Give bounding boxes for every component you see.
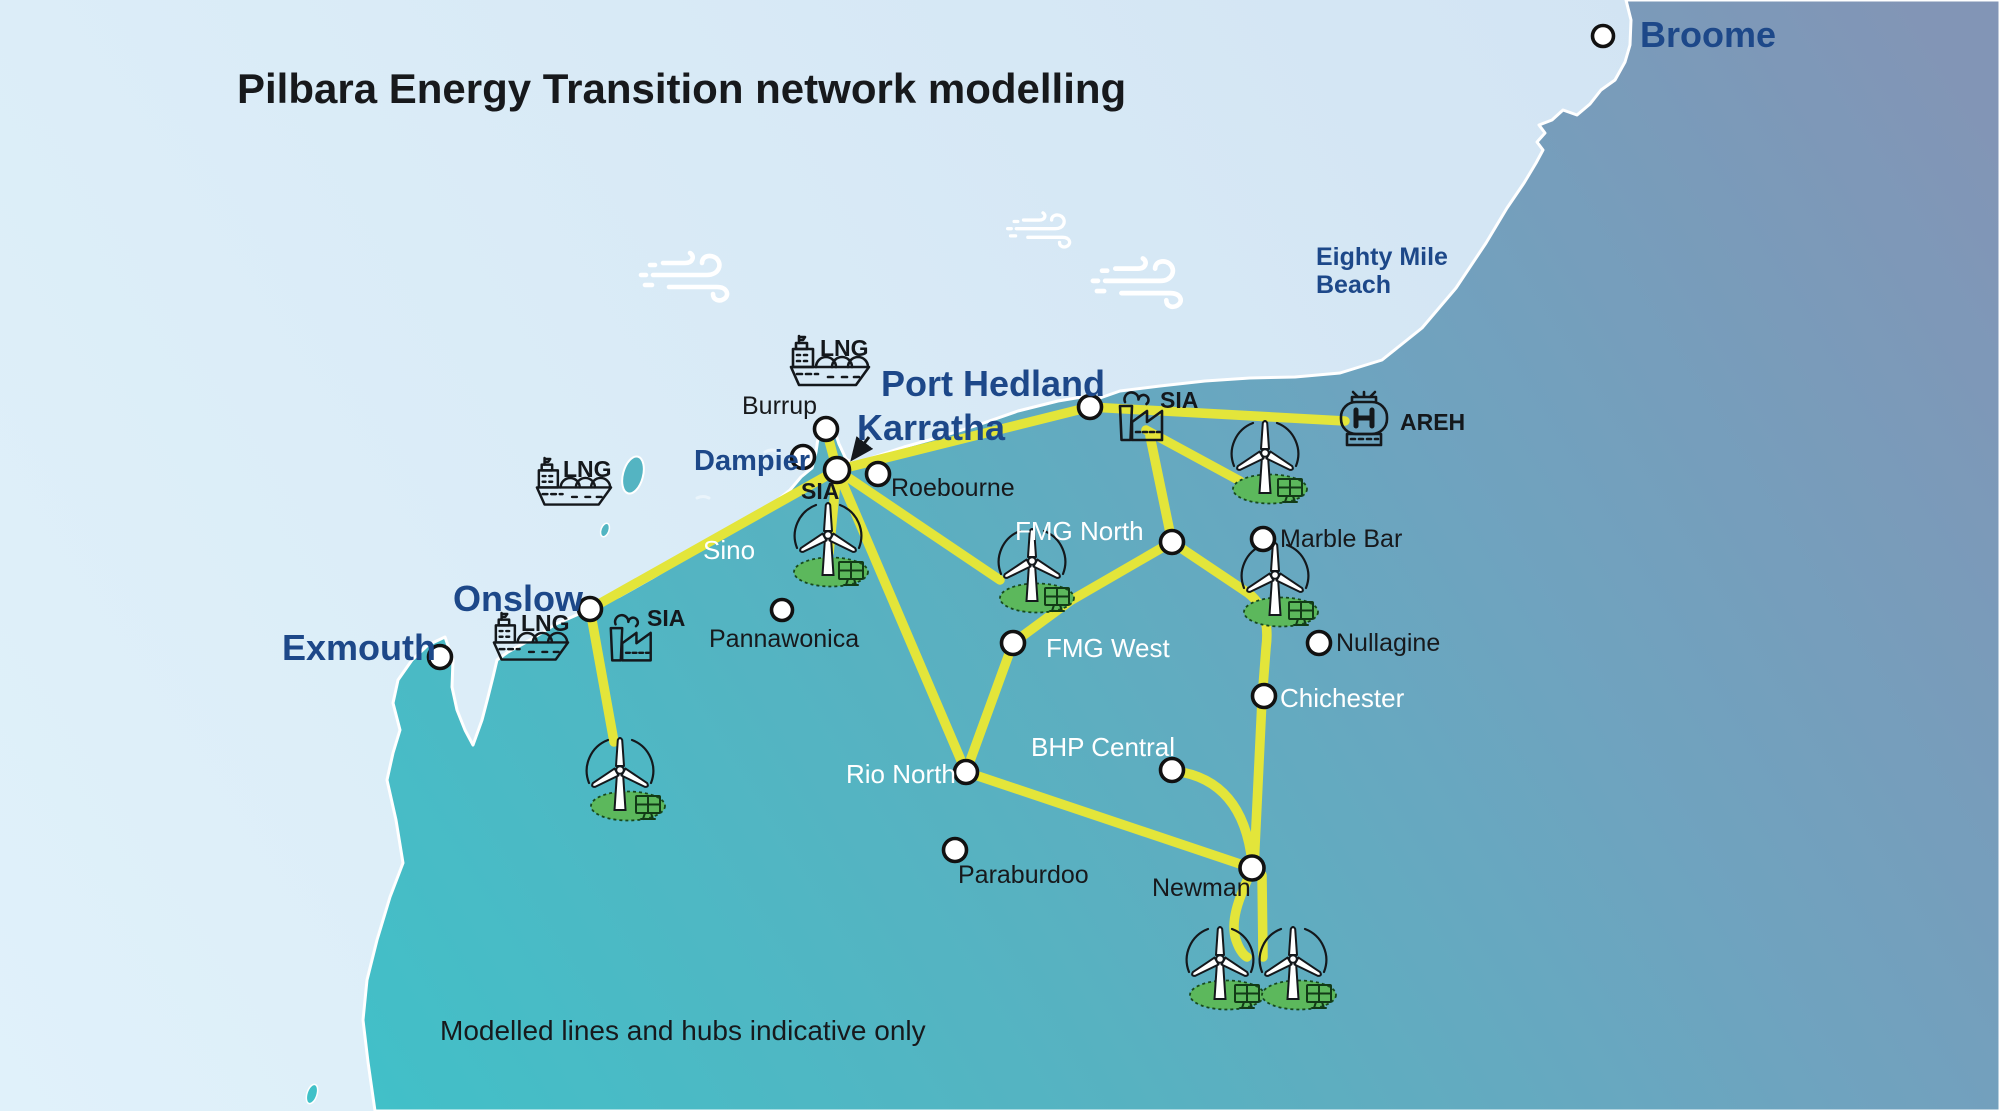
node-broome bbox=[1590, 23, 1616, 49]
node-marble-bar bbox=[1249, 525, 1277, 553]
label-roebourne: Roebourne bbox=[891, 474, 1015, 502]
label-newman: Newman bbox=[1152, 874, 1251, 902]
label-fmg-north: FMG North bbox=[1015, 516, 1144, 546]
label-lng-offshore: LNG bbox=[563, 456, 612, 482]
line-phsia-fmgnorth bbox=[1145, 431, 1177, 547]
label-bhp-central: BHP Central bbox=[1031, 732, 1175, 762]
node-burrup bbox=[812, 415, 840, 443]
label-pannawonica: Pannawonica bbox=[709, 625, 859, 653]
label-dampier: Dampier bbox=[694, 445, 810, 477]
label-eighty-mile-line2: Beach bbox=[1316, 271, 1391, 299]
node-roebourne bbox=[864, 460, 892, 488]
label-eighty-mile-line1: Eighty Mile bbox=[1316, 243, 1448, 271]
label-sia-karratha: SIA bbox=[801, 478, 839, 504]
label-port-hedland: Port Hedland bbox=[881, 363, 1105, 404]
label-sino: Sino bbox=[703, 535, 755, 565]
node-fmg-west bbox=[999, 629, 1027, 657]
label-fmg-west: FMG West bbox=[1046, 633, 1171, 663]
label-areh: AREH bbox=[1400, 409, 1465, 435]
label-karratha: Karratha bbox=[857, 407, 1006, 448]
line-karratha-fmgzone bbox=[832, 465, 1005, 585]
label-lng-onslow: LNG bbox=[521, 610, 570, 636]
node-dampier bbox=[789, 443, 817, 471]
line-karratha-porthedland bbox=[832, 402, 1095, 475]
node-pannawonica bbox=[769, 597, 795, 623]
node-bhp-central bbox=[1158, 756, 1186, 784]
solar-zone-icon bbox=[590, 790, 666, 822]
landmass bbox=[361, 0, 2000, 1111]
label-exmouth: Exmouth bbox=[282, 627, 436, 668]
node-rio-north bbox=[952, 758, 980, 786]
line-newman-south-east bbox=[1257, 870, 1268, 962]
node-newman bbox=[1238, 854, 1266, 882]
node-chichester bbox=[1250, 682, 1278, 710]
node-fmg-north bbox=[1158, 528, 1186, 556]
node-onslow bbox=[576, 595, 604, 623]
line-karratha-onslow-sino bbox=[585, 465, 842, 614]
line-onslow-genzone bbox=[585, 604, 619, 747]
page-title: Pilbara Energy Transition network modell… bbox=[237, 65, 1126, 112]
network-nodes bbox=[426, 23, 1616, 882]
label-onslow: Onslow bbox=[453, 578, 584, 619]
islands bbox=[305, 448, 781, 1105]
label-lng-port-hedland: LNG bbox=[820, 335, 869, 361]
line-newman-south-west bbox=[1229, 869, 1255, 962]
node-nullagine bbox=[1305, 629, 1333, 657]
line-rionorth-newman bbox=[961, 767, 1257, 873]
node-karratha-sia bbox=[822, 455, 852, 485]
label-burrup: Burrup bbox=[742, 392, 817, 420]
label-sia-port-hedland: SIA bbox=[1160, 387, 1198, 413]
label-broome: Broome bbox=[1640, 14, 1776, 55]
label-marble-bar: Marble Bar bbox=[1280, 525, 1402, 553]
solar-zone-icon bbox=[1189, 979, 1265, 1011]
node-exmouth bbox=[426, 643, 454, 671]
node-port-hedland bbox=[1076, 393, 1104, 421]
line-bhpcentral-newman bbox=[1170, 766, 1257, 867]
disclaimer-note: Modelled lines and hubs indicative only bbox=[440, 1015, 926, 1046]
label-rio-north: Rio North bbox=[846, 759, 956, 789]
label-paraburdoo: Paraburdoo bbox=[958, 861, 1089, 889]
label-chichester: Chichester bbox=[1280, 683, 1405, 713]
karratha-pointer-arrow bbox=[850, 436, 874, 462]
label-sia-onslow: SIA bbox=[647, 605, 685, 631]
node-paraburdoo bbox=[941, 836, 969, 864]
label-nullagine: Nullagine bbox=[1336, 629, 1440, 657]
line-rionorth-fmgwest bbox=[961, 638, 1018, 777]
